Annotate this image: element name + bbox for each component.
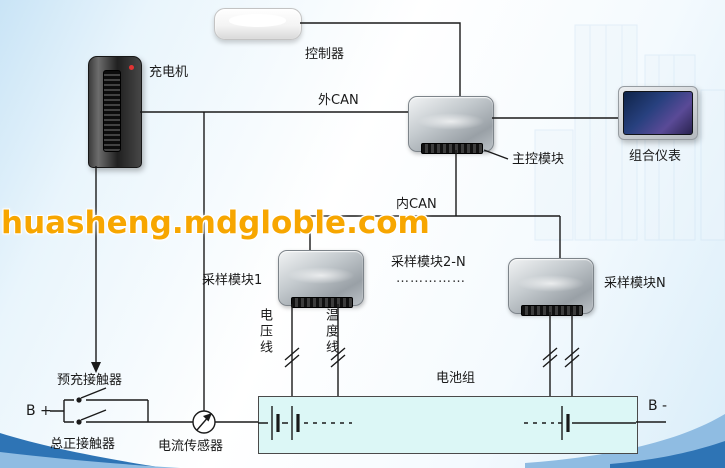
ext-can-label: 外CAN [318, 93, 359, 108]
skyline-decoration [534, 24, 725, 241]
battery-pack-label: 电池组 [436, 371, 476, 386]
main-positive-contactor-symbol [64, 409, 148, 425]
int-can-wire [309, 150, 561, 258]
main-module-label-pointer [483, 149, 509, 160]
charger-device [88, 56, 142, 168]
watermark-text: huasheng.mdgloble.com [1, 205, 430, 241]
b-plus-label: B + [26, 403, 52, 419]
charger-label: 充电机 [149, 65, 189, 80]
controller-device [214, 8, 302, 40]
precharge-contactor-label: 预充接触器 [57, 373, 123, 388]
charger-grille [103, 70, 121, 152]
bottom-right-wave [525, 414, 725, 468]
sampling-module-n-label: 采样模块N [604, 276, 666, 291]
sampling-module-2n-label: 采样模块2-N [391, 255, 466, 270]
instrument-cluster-label: 组合仪表 [629, 149, 682, 164]
main-control-module-device [408, 96, 494, 154]
precharge-contactor-symbol [64, 387, 148, 403]
sampling1-sense-wires [284, 304, 346, 396]
charger-led [129, 65, 134, 70]
main-module-label: 主控模块 [512, 152, 565, 167]
current-sensor-symbol [148, 410, 258, 434]
battery-cells-symbol [258, 406, 636, 440]
sampling-module-1-device [278, 250, 364, 308]
contactor-junction-wires [50, 400, 149, 422]
sampling-module-1-label: 采样模块1 [202, 273, 263, 288]
int-can-label: 内CAN [396, 197, 437, 212]
current-sensor-label: 电流传感器 [158, 439, 224, 454]
controller-to-main-wire [300, 22, 461, 96]
instrument-cluster-device [618, 86, 698, 140]
sampling-dots: …………… [396, 271, 466, 286]
samplingN-sense-wires [542, 312, 580, 396]
main-positive-contactor-label: 总正接触器 [50, 437, 116, 452]
controller-label: 控制器 [305, 47, 345, 62]
b-minus-label: B - [648, 398, 668, 414]
sampling-module-n-device [508, 258, 594, 316]
voltage-line-label: 电压线 [256, 308, 272, 356]
battery-pack-box [258, 396, 638, 454]
temperature-line-label: 温度线 [322, 308, 338, 356]
bottom-left-wave [0, 433, 180, 468]
instrument-screen [623, 91, 693, 135]
charger-to-precharge-wire [91, 166, 101, 373]
